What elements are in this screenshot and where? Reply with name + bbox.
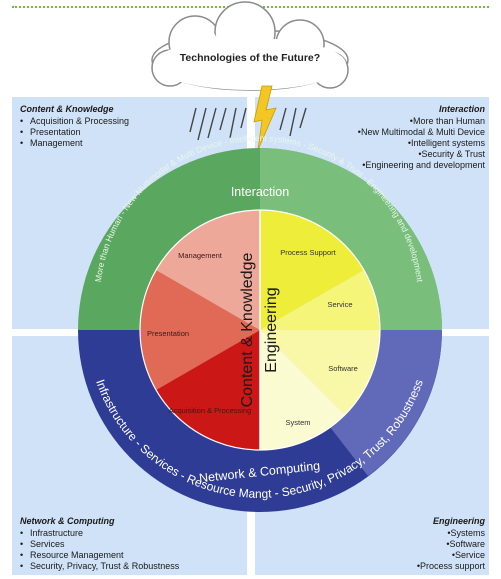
caption-title: Content & Knowledge <box>20 104 114 114</box>
caption-network-computing: Network & Computing Infrastructure Servi… <box>20 516 179 572</box>
list-item: Software <box>412 539 485 550</box>
list-item: Intelligent systems <box>353 138 485 149</box>
caption-content-knowledge: Content & Knowledge Acquisition & Proces… <box>20 104 129 149</box>
list-item: Security, Privacy, Trust & Robustness <box>20 561 179 572</box>
list-item: Management <box>20 138 129 149</box>
list-item: Service <box>412 550 485 561</box>
caption-title: Interaction <box>438 104 485 114</box>
list-item: Process support <box>412 561 485 572</box>
list-item: Infrastructure <box>20 528 179 539</box>
segment-label-acquisition: Acquisition & Processing <box>169 406 252 415</box>
ring-top-right-shade <box>260 148 442 330</box>
list-item: New Multimodal & Multi Device <box>353 127 485 138</box>
list-item: Security & Trust <box>353 149 485 160</box>
ring-top-label: Interaction <box>231 185 289 199</box>
ring-bottom-network <box>78 330 442 512</box>
segment-process-support <box>260 209 364 330</box>
list-item: More than Human <box>353 116 485 127</box>
center-label-engineering: Engineering <box>263 287 280 372</box>
caption-interaction: Interaction More than Human New Multimod… <box>353 104 485 171</box>
center-label-content-knowledge: Content & Knowledge <box>239 253 256 408</box>
segment-label-software: Software <box>328 364 358 373</box>
list-item: Services <box>20 539 179 550</box>
list-item: Engineering and development <box>353 160 485 171</box>
list-item: Presentation <box>20 127 129 138</box>
segment-label-presentation: Presentation <box>147 329 189 338</box>
caption-title: Network & Computing <box>20 516 115 526</box>
caption-title: Engineering <box>432 516 485 526</box>
segment-software <box>260 330 381 415</box>
caption-engineering: Engineering Systems Software Service Pro… <box>412 516 485 572</box>
ring-bottom-right-shade <box>330 330 442 476</box>
segment-acquisition <box>156 330 260 451</box>
diagram-title: Technologies of the Future? <box>179 52 321 64</box>
segment-label-process-support: Process Support <box>280 248 336 257</box>
cloud-shape <box>151 1 349 91</box>
list-item: Acquisition & Processing <box>20 116 129 127</box>
segment-label-management: Management <box>178 251 223 260</box>
segment-presentation <box>139 270 260 390</box>
segment-system <box>260 330 345 451</box>
segment-service <box>260 270 381 330</box>
list-item: Systems <box>412 528 485 539</box>
segment-label-service: Service <box>327 300 352 309</box>
rain-lines <box>189 107 307 141</box>
segment-management <box>156 209 260 330</box>
lightning-bolt-icon <box>253 85 277 151</box>
list-item: Resource Management <box>20 550 179 561</box>
segment-label-system: System <box>285 418 310 427</box>
